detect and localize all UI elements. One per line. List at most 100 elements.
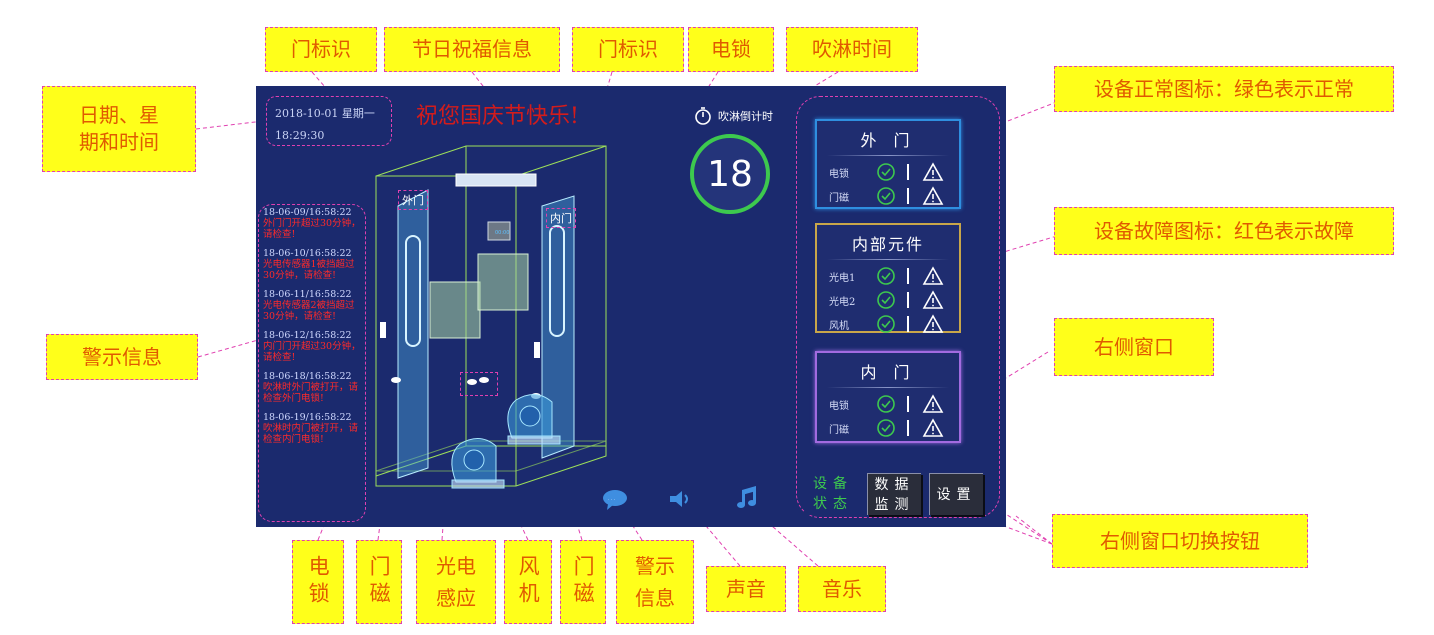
callout-music-text: 音乐 [822, 576, 862, 601]
section-title: 内部元件 [851, 235, 924, 254]
side-panel-tabbar: 设备状态 数据监测 设置 [797, 469, 987, 519]
callout-holiday: 节日祝福信息 [384, 27, 560, 72]
tab-settings-label: 设置 [936, 486, 977, 503]
callout-fault-icon-text: 设备故障图标：红色表示故障 [1094, 218, 1354, 243]
callout-door-tag-right-text: 门标识 [598, 37, 658, 61]
message-text: 吹淋时外门被打开，请检查外门电锁! [263, 382, 359, 404]
date-weekday: 2018-10-01 星期一 [275, 107, 375, 120]
fan-left [451, 438, 505, 489]
callout-switch-buttons: 右侧窗口切换按钮 [1052, 514, 1308, 568]
callout-shower-time: 吹淋时间 [786, 27, 918, 72]
callout-door-tag-right: 门标识 [572, 27, 684, 72]
door-tag-inner-text: 内门 [550, 212, 572, 225]
callout-music: 音乐 [798, 566, 886, 612]
callout-datetime: 日期、星期和时间 [42, 86, 196, 172]
row-label: 光电1 [829, 272, 856, 284]
callout-magnet-left-text: 门磁 [367, 555, 392, 609]
electric-lock-left [380, 322, 386, 338]
callout-datetime-text: 日期、星期和时间 [79, 103, 159, 154]
section-internal-components: 内部元件 光电1 光电2 风机 [815, 223, 961, 333]
row-label: 门磁 [829, 424, 849, 436]
callout-right-window: 右侧窗口 [1054, 318, 1214, 376]
divider [907, 268, 909, 284]
callout-warning-left: 警示信息 [46, 334, 198, 380]
top-nozzle-bar [455, 173, 537, 187]
device-screen-text: 00:00 [495, 230, 509, 236]
countdown-value: 18 [690, 134, 770, 214]
check-circle-icon [875, 289, 897, 311]
divider [907, 292, 909, 308]
divider [907, 188, 909, 204]
section-title: 内 门 [860, 363, 916, 382]
electric-lock-right [534, 342, 540, 358]
section-inner-door: 内 门 电锁 门磁 [815, 351, 961, 443]
divider [827, 387, 949, 388]
fan-right [507, 394, 561, 445]
callout-normal-icon: 设备正常图标：绿色表示正常 [1054, 66, 1394, 112]
row-label: 电锁 [829, 400, 849, 412]
divider [907, 396, 909, 412]
callout-magnet-left: 门磁 [356, 540, 402, 624]
status-row: 光电1 [817, 264, 959, 288]
status-row: 电锁 [817, 392, 959, 416]
callout-lock-bottom: 电锁 [292, 540, 344, 624]
tab-device-status-label: 设备状态 [813, 476, 853, 512]
door-tag-outer-text: 外门 [402, 194, 424, 207]
callout-right-window-text: 右侧窗口 [1094, 334, 1174, 359]
check-circle-icon [875, 313, 897, 335]
callout-normal-icon-text: 设备正常图标：绿色表示正常 [1094, 76, 1354, 101]
callout-lock-top: 电锁 [688, 27, 774, 72]
control-panel-screen [487, 221, 511, 241]
message-text: 光电传感器1被挡超过30分钟，请检查! [263, 259, 355, 281]
message-text: 内门门开超过30分钟，请检查! [263, 341, 361, 363]
callout-holiday-text: 节日祝福信息 [412, 37, 532, 61]
callout-sound: 声音 [706, 566, 786, 612]
message-time: 18-06-18/16:58:22 [263, 371, 352, 382]
warning-triangle-icon [921, 417, 945, 439]
warning-triangle-icon [921, 393, 945, 415]
callout-fault-icon: 设备故障图标：红色表示故障 [1054, 207, 1394, 255]
divider [827, 259, 949, 260]
row-label: 门磁 [829, 192, 849, 204]
svg-text:. . .: . . . [608, 497, 615, 502]
message-time: 18-06-12/16:58:22 [263, 330, 352, 341]
tab-settings[interactable]: 设置 [929, 473, 983, 515]
section-outer-door: 外 门 电锁 门磁 [815, 119, 961, 209]
control-screen: 2018-10-01 星期一 18:29:30 祝您国庆节快乐! 18-06-0… [256, 86, 1006, 527]
message-time: 18-06-10/16:58:22 [263, 248, 352, 259]
callout-photo-sensor-text: 光电感应 [436, 554, 476, 610]
clock-time: 18:29:30 [275, 129, 325, 142]
music-note-icon[interactable] [734, 486, 760, 514]
message-time: 18-06-19/16:58:22 [263, 412, 352, 423]
warning-triangle-icon [921, 161, 945, 183]
tab-data-monitor[interactable]: 数据监测 [867, 473, 921, 515]
tab-device-status[interactable]: 设备状态 [805, 473, 861, 515]
holiday-greeting: 祝您国庆节快乐! [416, 104, 579, 129]
callout-photo-sensor: 光电感应 [416, 540, 496, 624]
stopwatch-icon [695, 107, 711, 125]
status-row: 门磁 [817, 416, 959, 440]
callout-magnet-right: 门磁 [560, 540, 606, 624]
callout-sound-text: 声音 [726, 576, 766, 601]
warning-triangle-icon [921, 185, 945, 207]
warning-triangle-icon [921, 289, 945, 311]
countdown-label-text: 吹淋倒计时 [718, 110, 773, 123]
check-circle-icon [875, 417, 897, 439]
divider [827, 155, 949, 156]
message-time: 18-06-09/16:58:22 [263, 207, 352, 218]
chat-bubble-icon[interactable]: . . . [602, 488, 628, 514]
callout-door-tag-left-text: 门标识 [291, 37, 351, 61]
door-magnet-left [391, 377, 401, 383]
callout-fan-text: 风机 [516, 555, 541, 609]
check-circle-icon [875, 185, 897, 207]
speaker-icon[interactable] [668, 488, 694, 514]
status-row: 电锁 [817, 160, 959, 184]
divider [907, 420, 909, 436]
status-row: 门磁 [817, 184, 959, 208]
